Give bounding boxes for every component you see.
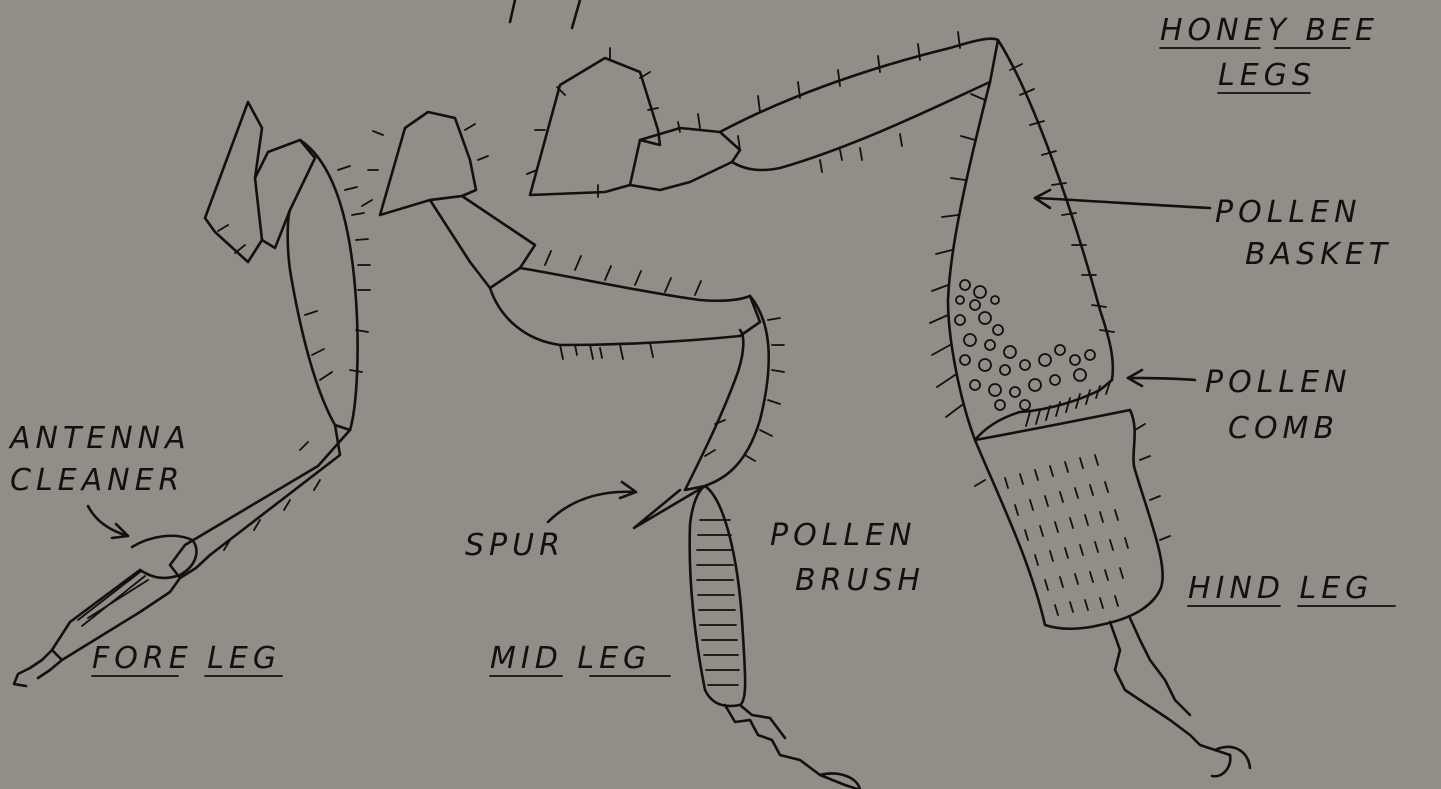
pollen-basket-label-line-1: POLLEN — [1215, 195, 1362, 230]
title-line-2: LEGS — [1218, 58, 1316, 93]
mid-leg-drawing — [362, 112, 860, 789]
antenna-cleaner-label-line-1: ANTENNA — [8, 421, 191, 456]
pollen-brush-label-line-2: BRUSH — [795, 563, 925, 598]
pollen-basket-arrow — [1035, 198, 1210, 208]
mid-leg-label: MID LEG — [490, 641, 651, 676]
pollen-comb-label-line-1: POLLEN — [1205, 365, 1352, 400]
pollen-brush-label-line-1: POLLEN — [770, 518, 917, 553]
fore-leg-drawing — [14, 102, 370, 686]
pollen-load — [955, 280, 1095, 410]
antenna-cleaner-label-line-2: CLEANER — [10, 463, 184, 498]
pollen-comb-label-line-2: COMB — [1228, 411, 1339, 446]
title-line-1: HONEY BEE — [1160, 13, 1379, 48]
hind-leg-label: HIND LEG — [1188, 571, 1373, 606]
leader-arrows — [88, 0, 1210, 538]
spur-label: SPUR — [465, 528, 565, 563]
pollen-basket-label-line-2: BASKET — [1245, 237, 1392, 272]
pollen-comb-arrow — [1128, 378, 1195, 380]
labels: HONEY BEE LEGS ANTENNA CLEANER FORE LEG … — [8, 13, 1395, 676]
fore-leg-label: FORE LEG — [92, 641, 281, 676]
